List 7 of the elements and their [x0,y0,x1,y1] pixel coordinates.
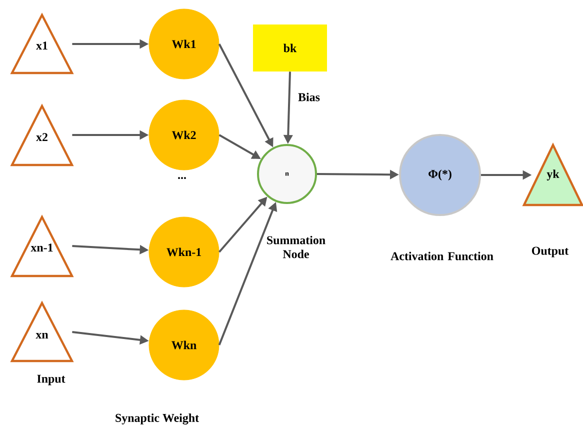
node-caption: Activation Function [390,252,494,260]
layer-caption: Synaptic Weight [116,414,199,424]
bias-box: bk [253,24,327,72]
node-caption: Bias [298,92,320,102]
node-caption: Output [532,246,569,258]
layer-caption: Input [37,374,66,386]
node-caption: Summation Node [267,236,326,258]
